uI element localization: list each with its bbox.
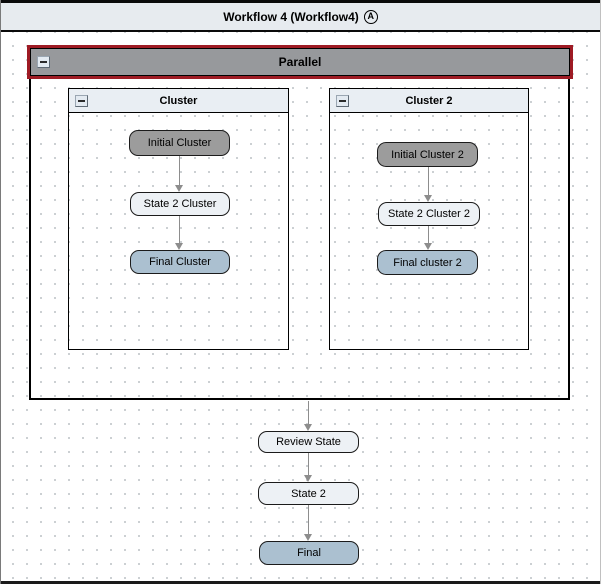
arrowhead-icon xyxy=(304,475,312,482)
minus-icon xyxy=(40,61,47,63)
state-node-initial-cluster[interactable]: Initial Cluster xyxy=(129,130,230,156)
parallel-collapse-button[interactable] xyxy=(37,56,50,68)
connector-line xyxy=(308,505,309,535)
connector-line xyxy=(428,226,429,244)
connector-state2-to-final-cluster[interactable] xyxy=(175,216,184,250)
arrowhead-icon xyxy=(424,243,432,250)
cluster2-label: Cluster 2 xyxy=(405,94,453,107)
connector-state2-to-final[interactable] xyxy=(304,505,313,541)
state-node-final-cluster[interactable]: Final Cluster xyxy=(130,250,230,274)
connector-review-to-state2[interactable] xyxy=(304,453,313,482)
parallel-activity-header[interactable]: Parallel xyxy=(27,45,573,79)
cluster2-header[interactable]: Cluster 2 xyxy=(330,89,528,113)
arrowhead-icon xyxy=(175,243,183,250)
state-node-state2-cluster[interactable]: State 2 Cluster xyxy=(130,192,230,216)
connector-state2-to-final-cluster2[interactable] xyxy=(424,226,433,250)
circled-a-icon: A xyxy=(363,9,378,24)
cluster-container[interactable]: Cluster xyxy=(68,88,289,350)
connector-line xyxy=(308,401,309,425)
state-node-final-cluster2[interactable]: Final cluster 2 xyxy=(377,250,478,275)
arrowhead-icon xyxy=(304,424,312,431)
minus-icon xyxy=(78,99,85,102)
state-node-state2[interactable]: State 2 xyxy=(258,482,359,505)
arrowhead-icon xyxy=(175,185,183,192)
cluster-label: Cluster xyxy=(159,94,198,107)
connector-initial-to-state2-cluster2[interactable] xyxy=(424,167,433,202)
cluster-header[interactable]: Cluster xyxy=(69,89,288,113)
workflow-title: Workflow 4 (Workflow4) xyxy=(223,9,359,24)
cluster2-collapse-button[interactable] xyxy=(336,94,349,107)
state-node-final[interactable]: Final xyxy=(259,541,359,565)
state-node-initial-cluster2[interactable]: Initial Cluster 2 xyxy=(377,142,478,167)
parallel-activity-header-bar: Parallel xyxy=(30,48,570,76)
arrowhead-icon xyxy=(424,195,432,202)
parallel-activity-body xyxy=(29,79,570,400)
state-node-review-state[interactable]: Review State xyxy=(258,431,359,453)
cluster2-container[interactable]: Cluster 2 xyxy=(329,88,529,350)
connector-parallel-to-review[interactable] xyxy=(304,401,313,431)
connector-line xyxy=(179,156,180,186)
connector-line xyxy=(179,216,180,244)
workflow-title-bar[interactable]: Workflow 4 (Workflow4) A xyxy=(1,0,600,32)
arrowhead-icon xyxy=(304,534,312,541)
parallel-activity-label: Parallel xyxy=(278,55,322,69)
state-node-state2-cluster2[interactable]: State 2 Cluster 2 xyxy=(378,202,480,226)
connector-line xyxy=(428,167,429,196)
connector-line xyxy=(308,453,309,476)
cluster-collapse-button[interactable] xyxy=(75,94,88,107)
connector-initial-to-state2-cluster[interactable] xyxy=(175,156,184,192)
minus-icon xyxy=(339,99,346,102)
